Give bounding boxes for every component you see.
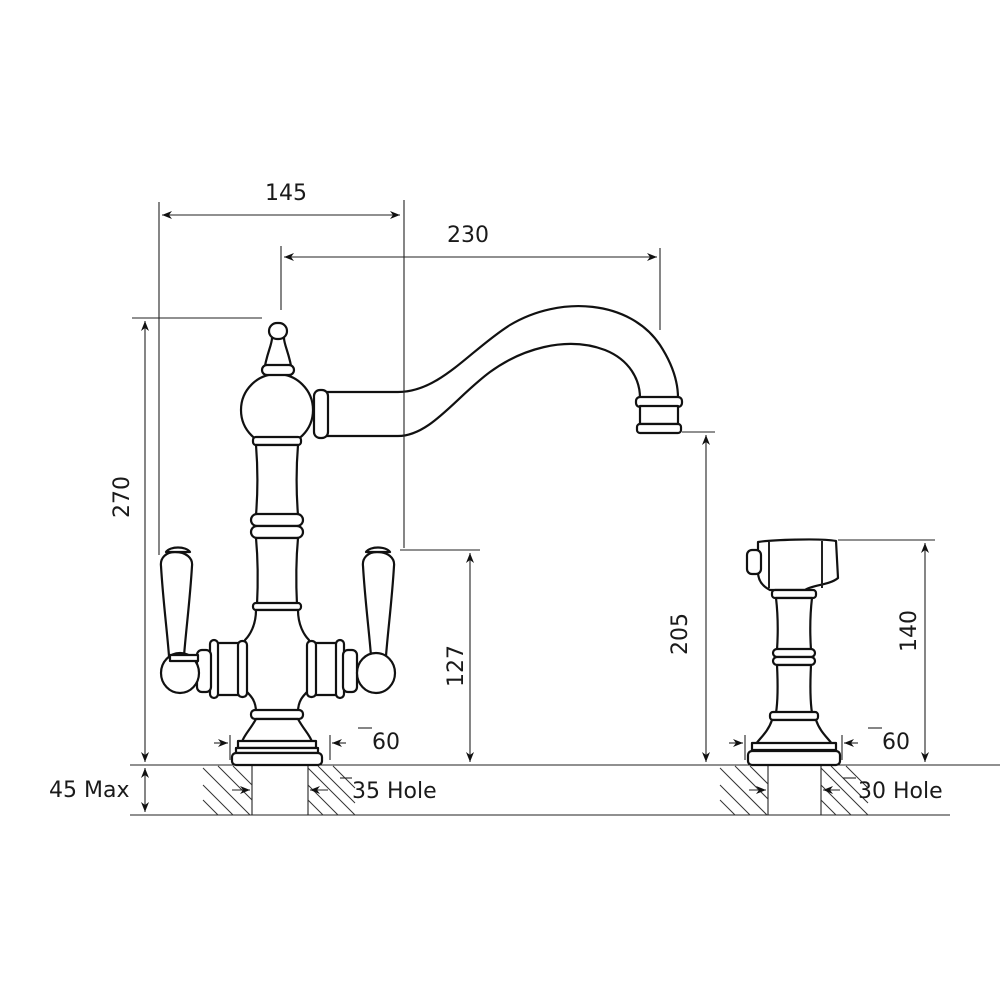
- dim-spout-reach: 230: [447, 223, 489, 248]
- dim-overall-height: 270: [110, 476, 135, 518]
- dim-max-deck-thickness: 45 Max: [49, 778, 129, 803]
- dim-spout-outlet-height: 205: [668, 613, 693, 655]
- mixer-tap: [159, 305, 684, 767]
- dim-tap-hole: 35 Hole: [352, 779, 437, 804]
- dimension-lines: [132, 200, 935, 812]
- worktop-deck: [130, 764, 1000, 816]
- dim-rinse-height: 140: [897, 610, 922, 652]
- dim-handle-height: 127: [444, 645, 469, 687]
- dim-tap-base-diameter: 60: [372, 730, 400, 755]
- dim-rinse-base-diameter: 60: [882, 730, 910, 755]
- spout: [316, 305, 680, 438]
- dim-rinse-hole: 30 Hole: [858, 779, 943, 804]
- side-rinse: [745, 538, 842, 767]
- dim-handle-span: 145: [265, 181, 307, 206]
- hatching: [202, 765, 869, 816]
- left-lever-handle: [159, 546, 201, 695]
- right-lever-handle: [355, 546, 397, 695]
